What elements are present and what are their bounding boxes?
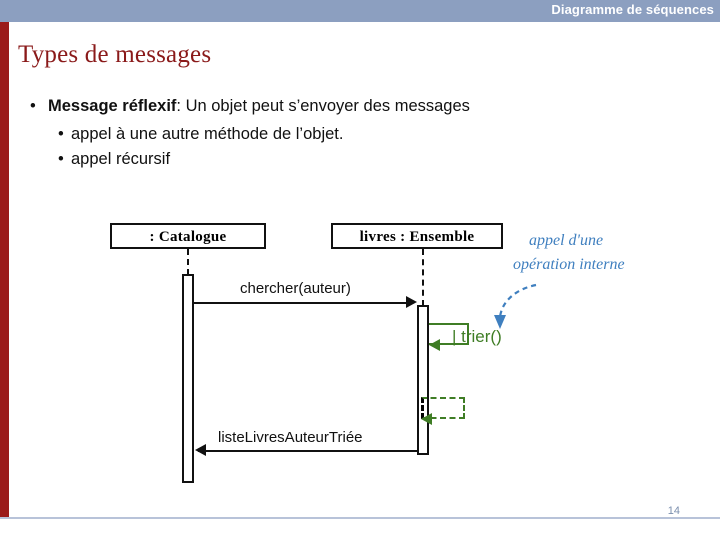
bullet-item-1-text: : Un objet peut s’envoyer des messages (176, 97, 470, 115)
bullet-marker: • (30, 97, 36, 115)
bullet-marker: • (58, 124, 64, 143)
arrowhead-left-green-icon (429, 339, 440, 351)
annotation-curved-arrow-icon (494, 283, 537, 329)
bullet-item-2-text: appel à une autre méthode de l’objet. (71, 124, 344, 143)
bullet-item-1-bold: Message réflexif (48, 97, 177, 115)
self-message-loop-trier (429, 323, 469, 345)
annotation-line-2: opération interne (513, 256, 625, 273)
message-label-chercher: chercher(auteur) (240, 280, 351, 297)
lifeline-dash-catalogue (187, 249, 189, 275)
bullet-item-1: • Message réflexif: Un objet peut s’envoy… (30, 96, 690, 117)
bullet-list: • Message réflexif: Un objet peut s’envoy… (30, 96, 690, 175)
header-band (0, 0, 720, 22)
arrowhead-left-green-return-icon (421, 413, 432, 425)
bullet-item-3-text: appel récursif (71, 150, 171, 169)
activation-bar-livres (417, 305, 429, 455)
bullet-marker: • (58, 150, 64, 169)
annotation-line-1: appel d'une (529, 232, 604, 249)
message-label-liste: listeLivresAuteurTriée (218, 429, 363, 446)
page-title: Types de messages (18, 41, 212, 68)
message-line-liste (198, 450, 418, 452)
message-label-trier: | trier() (452, 327, 502, 346)
lifeline-box-livres: livres : Ensemble (331, 223, 503, 249)
page-number: 14 (667, 505, 680, 517)
bullet-item-3: • appel récursif (58, 149, 690, 170)
left-accent-bar (0, 22, 9, 517)
arrowhead-right-icon (406, 296, 417, 308)
header-title: Diagramme de séquences (551, 2, 714, 17)
lifeline-box-catalogue: : Catalogue (110, 223, 266, 249)
sequence-diagram: : Catalogue livres : Ensemble chercher(a… (0, 205, 720, 495)
self-message-return-loop (421, 397, 465, 419)
activation-bar-catalogue (182, 274, 194, 483)
arrowhead-left-icon (195, 444, 206, 456)
lifeline-dash-livres (422, 249, 424, 306)
footer-divider (0, 517, 720, 519)
message-line-chercher (194, 302, 407, 304)
bullet-item-2: • appel à une autre méthode de l’objet. (58, 124, 690, 145)
